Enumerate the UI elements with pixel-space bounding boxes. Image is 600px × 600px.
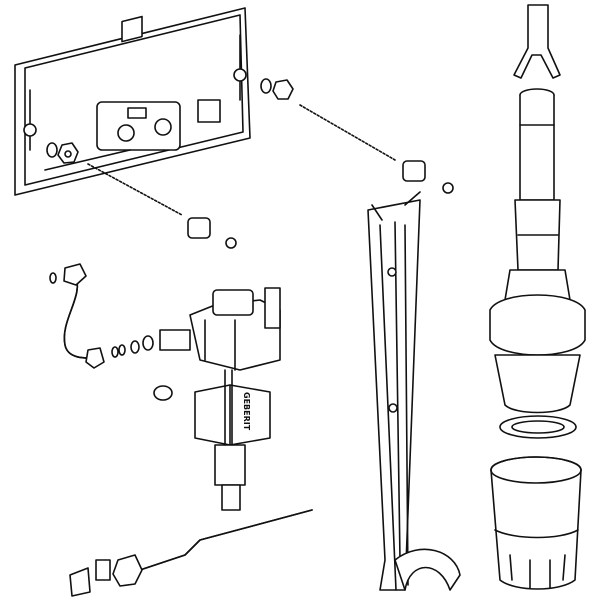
nuts-washers-left (46, 78, 294, 164)
threaded-rods (87, 104, 454, 249)
strainer (490, 456, 582, 590)
supply-hose (69, 509, 313, 597)
fill-valve: GEBERIT (153, 287, 281, 511)
flush-valve (489, 88, 586, 439)
brand-marking: GEBERIT (242, 392, 251, 431)
mounting-plate (14, 7, 251, 196)
rod-bracket (367, 191, 461, 591)
fork-clip (513, 4, 561, 79)
connection-pipe (49, 263, 154, 369)
